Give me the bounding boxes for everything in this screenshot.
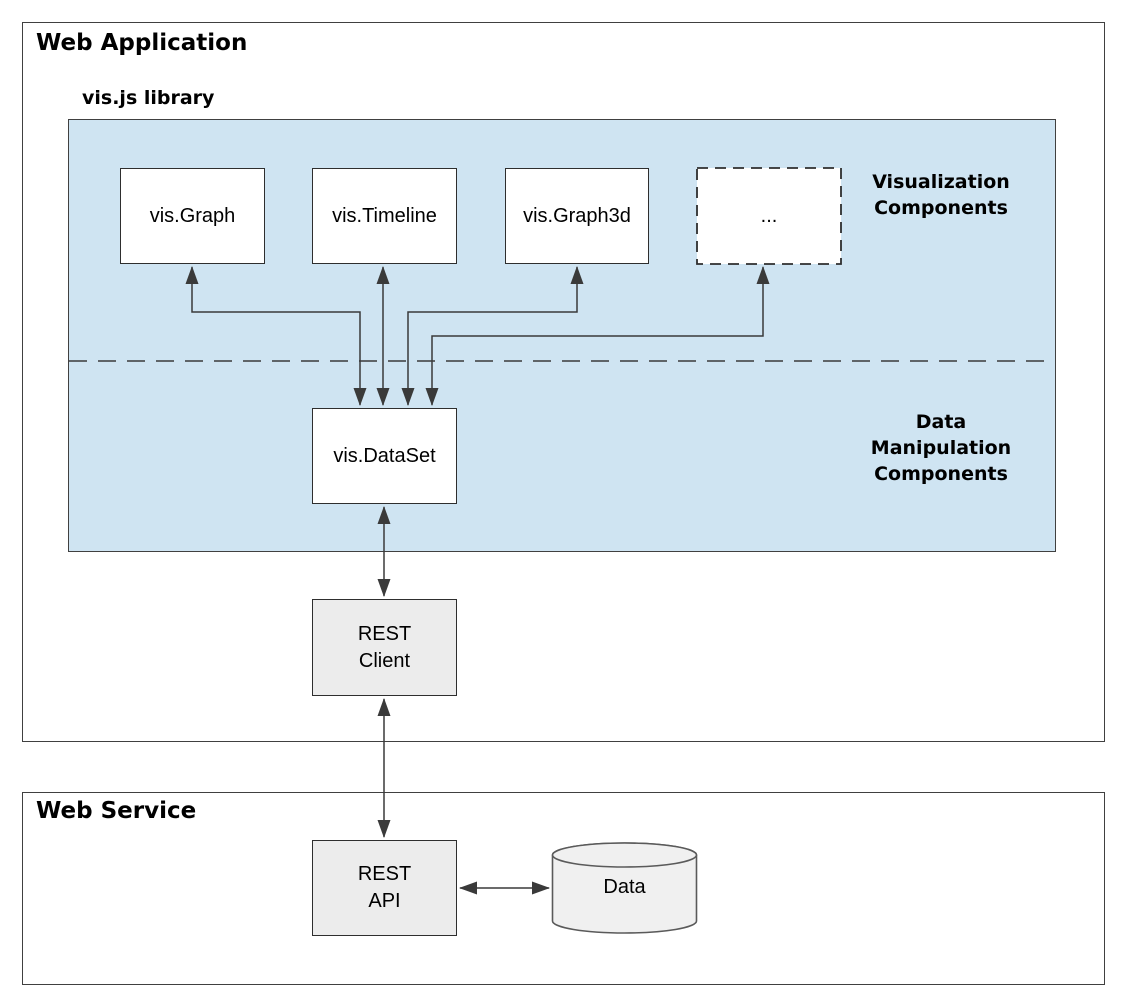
node-rest-api-label-2: API bbox=[368, 890, 401, 912]
node-more-components-label: ... bbox=[760, 204, 778, 227]
data-store-label: Data bbox=[603, 876, 646, 898]
node-vis-dataset: vis.DataSet bbox=[312, 408, 457, 504]
node-vis-graph: vis.Graph bbox=[120, 168, 265, 264]
web-service-title: Web Service bbox=[36, 798, 197, 824]
node-vis-graph-label: vis.Graph bbox=[149, 204, 236, 227]
node-rest-api: REST API bbox=[312, 840, 457, 936]
data-manipulation-components-label: Data Manipulation Components bbox=[870, 411, 1012, 485]
node-vis-timeline-label: vis.Timeline bbox=[332, 204, 437, 227]
visjs-library-label: vis.js library bbox=[82, 87, 215, 109]
node-more-components: ... bbox=[697, 168, 841, 264]
node-rest-client: REST Client bbox=[312, 599, 457, 696]
node-vis-timeline: vis.Timeline bbox=[312, 168, 457, 264]
web-application-title: Web Application bbox=[36, 30, 248, 56]
node-rest-client-label-1: REST bbox=[357, 622, 412, 645]
node-vis-graph3d-label: vis.Graph3d bbox=[523, 204, 631, 227]
node-vis-dataset-label: vis.DataSet bbox=[333, 444, 436, 467]
visualization-components-label: Visualization Components bbox=[872, 171, 1010, 219]
node-rest-api-label-1: REST bbox=[357, 863, 412, 885]
node-rest-client-label-2: Client bbox=[358, 649, 411, 672]
node-vis-graph3d: vis.Graph3d bbox=[505, 168, 649, 264]
